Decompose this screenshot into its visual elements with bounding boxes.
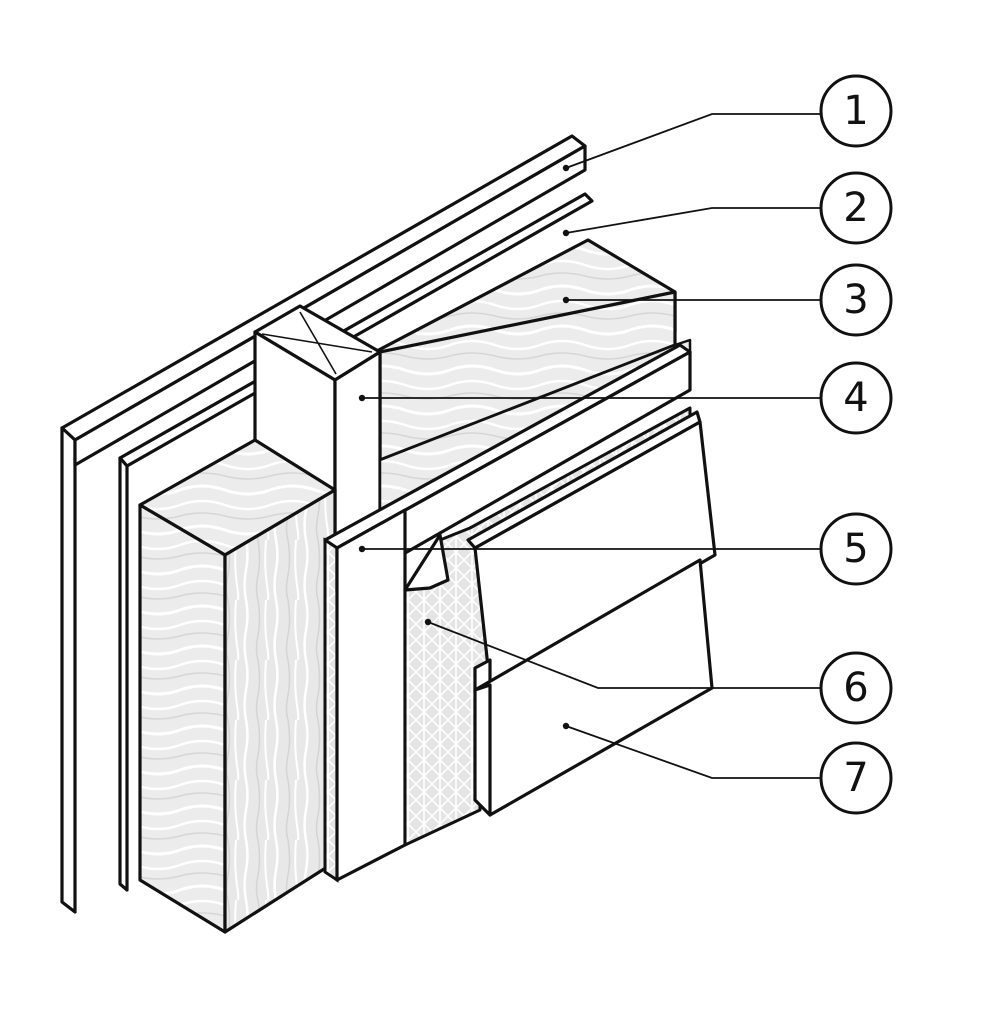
callout-3-label: 3 xyxy=(843,277,868,323)
sheathing-board xyxy=(323,343,692,883)
callout-6-label: 6 xyxy=(843,665,868,711)
callout-6: 6 xyxy=(819,651,893,725)
callout-7-label: 7 xyxy=(843,755,868,801)
leader-lines xyxy=(358,113,822,779)
callout-5: 5 xyxy=(819,512,893,586)
callout-1-label: 1 xyxy=(843,88,868,134)
callout-4: 4 xyxy=(819,361,893,435)
callout-2: 2 xyxy=(819,171,893,245)
callout-3: 3 xyxy=(819,263,893,337)
back-panel-layer xyxy=(60,134,587,914)
callout-4-label: 4 xyxy=(843,375,868,421)
callout-2-label: 2 xyxy=(843,185,868,231)
callout-5-label: 5 xyxy=(843,526,868,572)
callout-7: 7 xyxy=(819,741,893,815)
callout-1: 1 xyxy=(819,74,893,148)
siding-boards xyxy=(466,410,717,817)
second-panel-layer xyxy=(118,192,594,892)
lower-insulation-block xyxy=(138,438,337,934)
